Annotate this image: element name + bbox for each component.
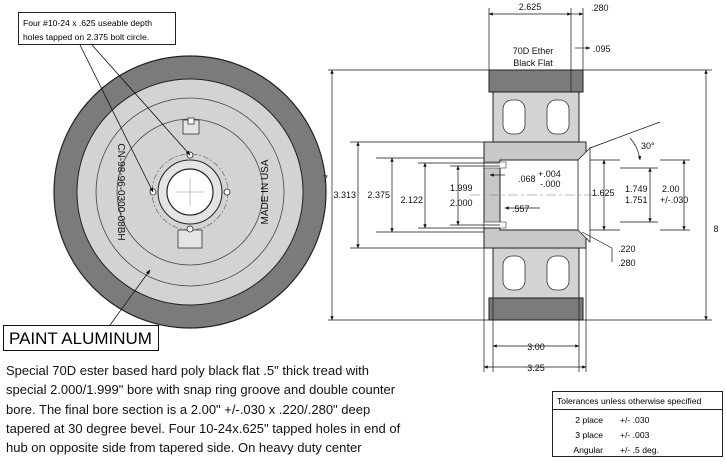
dim-1749: 1.749 xyxy=(625,184,648,194)
tolerance-value: +/- .5 deg. xyxy=(620,445,659,455)
tolerance-label: Angular xyxy=(573,445,603,455)
dim-30-deg: 30° xyxy=(641,141,655,151)
dim-280-bottom: .280 xyxy=(618,258,636,268)
tolerance-header: Tolerances unless otherwise specified xyxy=(557,396,702,406)
dim-280-top: .280 xyxy=(591,3,609,13)
tolerance-label: 2 place xyxy=(575,415,603,425)
tolerance-value: +/- .030 xyxy=(620,415,650,425)
description-line: hub on opposite side from tapered side. … xyxy=(6,440,362,456)
tolerance-row: 2 place +/- .030 xyxy=(553,415,724,427)
dim-1999: 1.999 xyxy=(450,183,473,193)
tolerance-value: +/- .003 xyxy=(620,430,650,440)
description-line: Special 70D ester based hard poly black … xyxy=(6,363,370,378)
callout-leader xyxy=(91,44,191,156)
dim-200: 2.00 xyxy=(662,184,680,194)
spoke-pocket xyxy=(546,99,570,135)
dim-1751: 1.751 xyxy=(625,195,648,205)
dim-2000: 2.000 xyxy=(450,198,473,208)
hub-stamp-part-number: CN-98-96-0300-08BH xyxy=(115,143,126,240)
dim-300: 3.00 xyxy=(527,342,545,352)
dim-2375: 2.375 xyxy=(367,190,390,200)
hub-groove-outer xyxy=(95,97,285,287)
dim-tol-minus: -.000 xyxy=(540,179,561,189)
dim-068: .068 xyxy=(518,174,536,184)
description-line: special 2.000/1.999" bore with snap ring… xyxy=(6,382,396,398)
spoke-pocket xyxy=(502,255,526,291)
spoke-pocket xyxy=(546,255,570,291)
tolerance-divider xyxy=(553,409,722,410)
callout-line-1: Four #10-24 x .625 useable depth xyxy=(23,18,152,28)
dim-tol-plus: +.004 xyxy=(538,169,561,179)
dim-2625: 2.625 xyxy=(519,2,542,12)
front-view: CN-98-96-0300-08BH MADE IN USA xyxy=(53,44,327,329)
dimensions xyxy=(328,8,712,372)
keyway-top-inner xyxy=(187,117,195,125)
description-line: tapered at 30 degree bevel. Four 10-24x.… xyxy=(6,420,401,436)
tread-bottom xyxy=(488,297,584,321)
tolerance-row: Angular +/- .5 deg. xyxy=(553,445,724,457)
dimension-labels: 2.625 .280 .095 7 3.313 2.375 2.122 1.99… xyxy=(323,2,719,373)
tolerance-table: Tolerances unless otherwise specified 2 … xyxy=(552,391,723,457)
tapped-hole xyxy=(186,225,194,233)
dim-325: 3.25 xyxy=(527,363,545,373)
dim-095: .095 xyxy=(593,44,611,54)
tolerance-row: 3 place +/- .003 xyxy=(553,430,724,442)
callout-line-2: holes tapped on 2.375 bolt circle. xyxy=(23,32,150,42)
tapped-holes-callout: Four #10-24 x .625 useable depth holes t… xyxy=(18,12,176,45)
dim-200-tol: +/-.030 xyxy=(660,195,688,205)
dim-220: .220 xyxy=(618,244,636,254)
tapped-hole xyxy=(223,188,231,196)
hub-stamp-made-in-usa: MADE IN USA xyxy=(260,159,271,224)
side-view: 70D Ether Black Flat xyxy=(470,46,598,321)
tread-material-label: 70D Ether xyxy=(513,46,554,56)
paint-leader xyxy=(109,269,151,326)
description-line: bore. The final bore section is a 2.00" … xyxy=(6,401,371,417)
tread-material-label-2: Black Flat xyxy=(513,58,553,68)
dim-8: 8 xyxy=(713,224,718,234)
dim-2122: 2.122 xyxy=(400,195,423,205)
dim-1625: 1.625 xyxy=(592,188,615,198)
dim-7: 7 xyxy=(323,174,328,184)
tolerance-label: 3 place xyxy=(575,430,603,440)
spoke-pocket xyxy=(502,99,526,135)
dim-557: .557 xyxy=(512,204,530,214)
dim-3313: 3.313 xyxy=(333,190,356,200)
keyway-bottom xyxy=(177,229,203,249)
description-text: Special 70D ester based hard poly black … xyxy=(6,361,456,457)
tread-top xyxy=(488,69,584,93)
callout-leader xyxy=(79,44,154,193)
paint-aluminum-label: PAINT ALUMINUM xyxy=(3,325,159,351)
